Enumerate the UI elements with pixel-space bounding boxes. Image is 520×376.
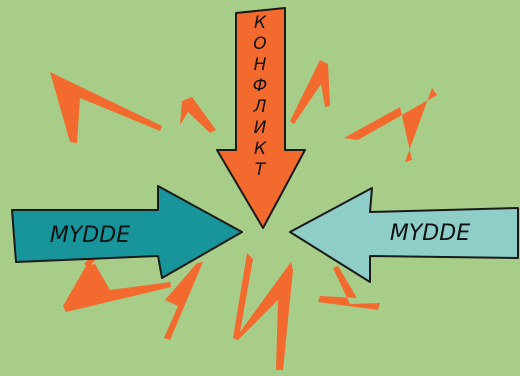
- left-arrow-shape: [11, 185, 243, 279]
- top-arrow-letter: О: [253, 34, 266, 54]
- right-arrow-label: MYDDE: [390, 221, 470, 246]
- burst-spike: [318, 266, 380, 310]
- burst-spike: [344, 88, 437, 162]
- top-arrow-letter: Ф: [253, 76, 268, 96]
- burst-icon: [50, 60, 437, 370]
- right-arrow-shape: [289, 187, 519, 283]
- top-arrow-letter: Н: [254, 55, 267, 75]
- top-arrow-letter: К: [254, 13, 267, 33]
- top-arrow-letter: Л: [253, 97, 267, 117]
- left-arrow-label: MYDDE: [50, 223, 130, 248]
- top-arrow-shape: [216, 7, 306, 229]
- burst-spike: [180, 97, 216, 133]
- burst-spike: [63, 264, 171, 312]
- burst-spike: [50, 72, 162, 143]
- top-arrow-letter: К: [254, 139, 267, 159]
- left-arrow: MYDDE: [11, 185, 243, 279]
- burst-spike: [233, 253, 293, 370]
- burst-spike: [164, 262, 203, 340]
- right-arrow: MYDDE: [289, 187, 519, 283]
- burst-spike: [290, 60, 330, 124]
- top-arrow-letter: И: [254, 118, 267, 138]
- top-arrow-letter: Т: [255, 160, 267, 180]
